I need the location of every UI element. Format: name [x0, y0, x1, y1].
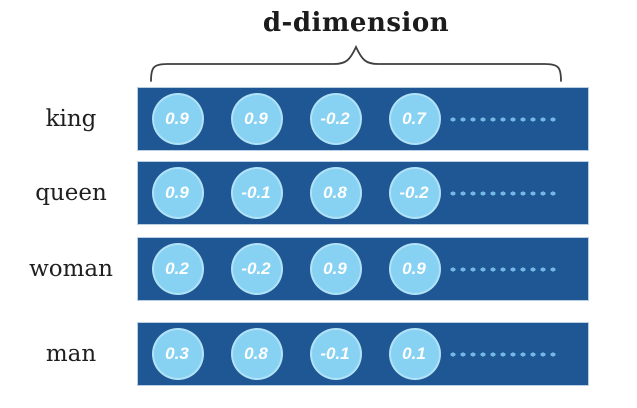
dimension-title: d-dimension — [262, 8, 450, 38]
curly-brace — [150, 44, 562, 82]
embedding-row: man 0.3 0.8 -0.1 0.1 — [0, 323, 637, 385]
embedding-value: 0.1 — [389, 328, 441, 380]
embedding-value: -0.2 — [389, 167, 441, 219]
word-label: queen — [35, 180, 107, 206]
word-label: man — [45, 341, 97, 367]
embedding-vector-bar: 0.9 -0.1 0.8 -0.2 — [138, 162, 588, 224]
embedding-row: king 0.9 0.9 -0.2 0.7 — [0, 88, 637, 150]
embedding-vector-bar: 0.2 -0.2 0.9 0.9 — [138, 238, 588, 300]
embedding-value: 0.9 — [310, 243, 362, 295]
word-label: woman — [29, 256, 113, 282]
embedding-vector-bar: 0.9 0.9 -0.2 0.7 — [138, 88, 588, 150]
word-label: king — [45, 106, 97, 132]
embedding-value: 0.9 — [231, 93, 283, 145]
ellipsis-dots — [450, 117, 558, 122]
embedding-value: 0.8 — [310, 167, 362, 219]
embedding-value: -0.1 — [231, 167, 283, 219]
embedding-value: 0.9 — [389, 243, 441, 295]
embedding-value: 0.3 — [152, 328, 204, 380]
ellipsis-dots — [450, 267, 558, 272]
embedding-value: 0.2 — [152, 243, 204, 295]
embedding-value: 0.7 — [389, 93, 441, 145]
embedding-value: 0.8 — [231, 328, 283, 380]
embedding-row: queen 0.9 -0.1 0.8 -0.2 — [0, 162, 637, 224]
embedding-vector-bar: 0.3 0.8 -0.1 0.1 — [138, 323, 588, 385]
ellipsis-dots — [450, 191, 558, 196]
embedding-value: -0.2 — [231, 243, 283, 295]
embedding-value: 0.9 — [152, 93, 204, 145]
embedding-value: -0.1 — [310, 328, 362, 380]
embedding-value: -0.2 — [310, 93, 362, 145]
embedding-row: woman 0.2 -0.2 0.9 0.9 — [0, 238, 637, 300]
ellipsis-dots — [450, 352, 558, 357]
embedding-value: 0.9 — [152, 167, 204, 219]
